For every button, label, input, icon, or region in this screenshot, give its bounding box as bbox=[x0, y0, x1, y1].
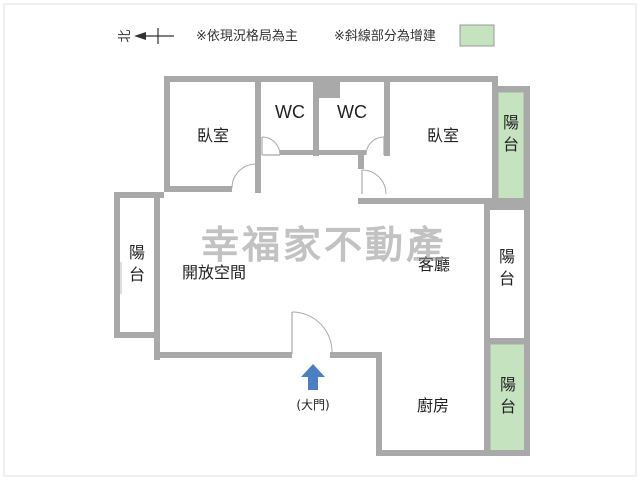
door-entrance bbox=[291, 311, 333, 355]
balcony-top-right-text: 陽台 bbox=[503, 113, 519, 154]
agency-watermark: 幸福家不動產 bbox=[201, 223, 447, 267]
bedroom-left-label: 臥室 bbox=[197, 126, 229, 145]
balcony-left-label: 陽台 bbox=[129, 243, 145, 284]
balcony-char: 陽 bbox=[500, 375, 516, 394]
balcony-top-right-label: 陽台 bbox=[503, 113, 519, 154]
kitchen-label: 廚房 bbox=[417, 396, 449, 415]
door-wc-right bbox=[365, 136, 385, 156]
walls bbox=[114, 76, 530, 456]
balcony-char: 台 bbox=[500, 397, 516, 416]
extension-legend-swatch bbox=[459, 24, 495, 47]
north-label: 北 bbox=[118, 29, 133, 42]
balcony-bottom-right-text: 陽台 bbox=[500, 375, 516, 416]
page-frame bbox=[3, 3, 637, 477]
north-arrow-icon bbox=[134, 28, 174, 44]
living-room-label: 客廳 bbox=[418, 255, 450, 274]
layout-note: ※依現況格局為主 bbox=[196, 28, 298, 44]
balcony-mid-right-label: 陽台 bbox=[499, 247, 515, 288]
wc-left-label: WC bbox=[275, 102, 305, 122]
up-arrow-icon bbox=[301, 364, 325, 390]
extension-balcony-top-right bbox=[497, 91, 525, 201]
legend: 北 ※依現況格局為主 ※斜線部分為增建 bbox=[118, 24, 495, 47]
door-bedroom-left bbox=[231, 163, 257, 189]
balcony-char: 台 bbox=[499, 269, 515, 288]
balcony-char: 陽 bbox=[499, 247, 515, 266]
wc-right-label: WC bbox=[337, 102, 367, 122]
extension-note: ※斜線部分為增建 bbox=[334, 28, 436, 44]
balcony-char: 台 bbox=[129, 265, 145, 284]
door-wc-left bbox=[261, 136, 281, 156]
balcony-left-text: 陽台 bbox=[129, 243, 145, 284]
balcony-char: 陽 bbox=[503, 113, 519, 132]
balcony-bottom-right-label: 陽台 bbox=[500, 375, 516, 416]
balcony-char: 台 bbox=[503, 135, 519, 154]
door-bedroom-right bbox=[361, 169, 387, 195]
open-space-label: 開放空間 bbox=[182, 263, 246, 282]
balcony-mid-right-text: 陽台 bbox=[499, 247, 515, 288]
bedroom-right-label: 臥室 bbox=[427, 126, 459, 145]
balcony-char: 陽 bbox=[129, 243, 145, 262]
entrance-label: (大門) bbox=[296, 398, 329, 412]
